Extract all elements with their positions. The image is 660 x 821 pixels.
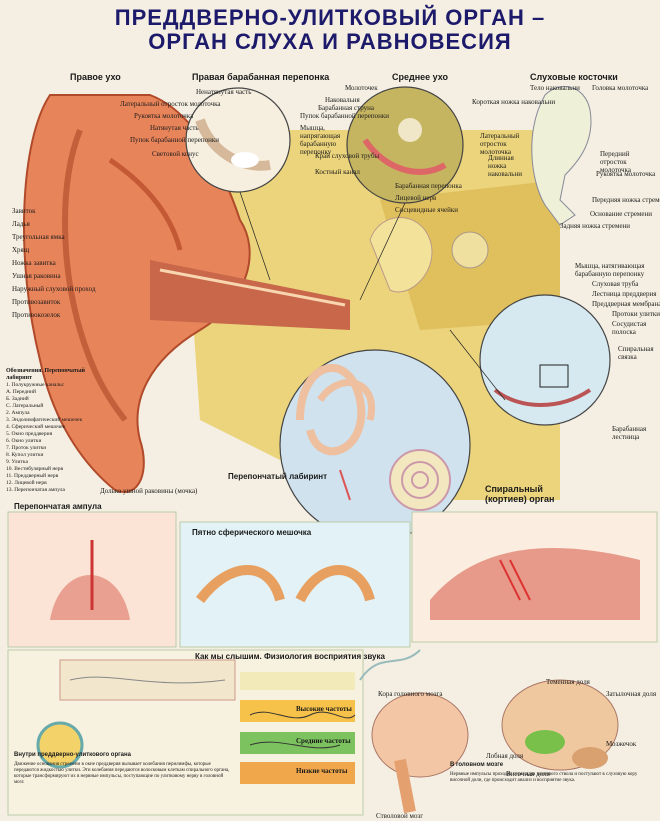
ossicle-label: Длинная ножка наковальни (488, 154, 522, 178)
freq-label-mid: Средние частоты (296, 737, 351, 745)
tympanum-label: Латеральный отросток молоточка (120, 100, 221, 108)
brain-label: Стволовой мозг (376, 812, 424, 820)
legend-item: 13. Перепончатая ампула (6, 487, 65, 493)
heading-membranous-labyrinth: Перепончатый лабиринт (228, 472, 328, 481)
cochlea-label: Спиральная связка (618, 345, 654, 361)
ossicle-label: Рукоятка молоточка (596, 170, 656, 178)
tympanum-label: Световой конус (152, 150, 199, 158)
heading-in-brain: В головном мозге (450, 762, 504, 768)
hearing-description: Движение основания стремени в окне предд… (14, 762, 230, 785)
legend-item: 3. Эндолимфатический мешочек (6, 417, 83, 423)
tympanum-label: Натянутая часть (150, 124, 199, 132)
legend-item: 2. Ампула (6, 410, 30, 416)
freq-label-low: Низкие частоты (296, 767, 348, 775)
title-line-2: ОРГАН СЛУХА И РАВНОВЕСИЯ (148, 29, 512, 54)
freq-label-high: Высокие частоты (296, 705, 352, 713)
cochlea-label: Слуховая труба (592, 280, 639, 288)
cochlea-label: Сосудистая полоска (612, 320, 647, 336)
heading-right-ear: Правое ухо (70, 72, 121, 82)
ossicle-label: Передняя ножка стремени (592, 196, 660, 204)
tympanum-label: Рукоятка молоточка (134, 112, 194, 120)
heading-spiral-organ: Спиральный (кортиев) орган (485, 484, 555, 504)
title-line-1: ПРЕДДВЕРНО-УЛИТКОВЫЙ ОРГАН – (114, 5, 546, 30)
legend-item: А. Передний (6, 389, 36, 395)
legend-item: 1. Полукружные каналы: (6, 382, 65, 388)
brain-label: Затылочная доля (606, 690, 657, 698)
cochlea-label: Преддверная мембрана (592, 300, 660, 308)
brain-label: Височная доля (506, 770, 550, 778)
legend-title: Обозначения. Перепончатый лабиринт (6, 368, 85, 381)
legend-item: 11. Преддверный нерв (6, 473, 59, 479)
middle-ear-label: Барабанная перепонка (395, 182, 462, 190)
legend-item: 6. Окно улитки (6, 438, 42, 444)
heading-ossicles: Слуховые косточки (530, 72, 618, 82)
brain-label: Лобная доля (486, 752, 524, 760)
middle-ear-label: Край слуховой трубы (315, 152, 380, 160)
middle-ear-label: Лицевой нерв (395, 194, 437, 202)
middle-ear-label: Пупок барабанной перепонки (300, 112, 389, 120)
legend-item: 4. Сферический мешочек (6, 424, 66, 430)
heading-how-we-hear: Как мы слышим. Физиология восприятия зву… (195, 652, 385, 661)
cochlea-label: Мышца, натягивающая барабанную перепонку (575, 262, 645, 278)
heading-right-tympanum: Правая барабанная перепонка (192, 72, 330, 82)
legend-item: С. Латеральный (6, 403, 44, 409)
cochlea-label: Лестница преддверия (592, 290, 657, 298)
ossicle-label: Задняя ножка стремени (560, 222, 631, 230)
heading-inside-organ: Внутри преддверно-улиткового органа (14, 752, 131, 758)
middle-ear-label: Наковальня (325, 96, 360, 104)
ossicle-label: Тело наковальни (530, 84, 580, 92)
legend-item: 5. Окно преддверия (6, 431, 53, 437)
ossicle-label: Короткая ножка наковальни (472, 98, 556, 106)
ossicle-label: Передний отросток молоточка (600, 150, 631, 174)
ear-label: Наружный слуховой проход (12, 285, 96, 293)
ear-label: Хрящ (12, 246, 30, 254)
ossicle-label: Латеральный отросток молоточка (480, 132, 520, 156)
middle-ear-label: Барабанная струна (318, 104, 374, 112)
ear-label: Противозавиток (12, 298, 61, 306)
ossicle-label: Головка молоточка (592, 84, 649, 92)
ear-label: Противокозелок (12, 311, 61, 319)
heading-middle-ear: Среднее ухо (392, 72, 449, 82)
tympanum-label: Пупок барабанной перепонки (130, 136, 219, 144)
cochlea-label: Протоки улитки (612, 310, 660, 318)
legend-item: 9. Улитка (6, 459, 28, 465)
middle-ear-label: Костный канал (315, 168, 360, 176)
legend-item: Б. Задний (6, 396, 29, 402)
legend-item: 8. Купол улитки (6, 452, 44, 458)
legend-item: 12. Лицевой нерв (6, 480, 47, 486)
middle-ear-label: Сосцевидные ячейки (395, 206, 458, 214)
brain-description: Нервные импульсы проходят через ядра моз… (450, 772, 638, 783)
ear-label: Завиток (12, 207, 36, 215)
ear-label: Ножка завитка (12, 259, 56, 267)
brain-label: Кора головного мозга (378, 690, 443, 698)
middle-ear-label: Мышца, напрягающая барабанную перепонку (300, 124, 341, 156)
ear-label: Долька ушной раковины (мочка) (100, 487, 198, 495)
tympanum-label: Ненатянутая часть (196, 88, 252, 96)
brain-label: Мозжечок (606, 740, 637, 748)
ossicle-label: Основание стремени (590, 210, 652, 218)
ear-label: Ладья (12, 220, 30, 228)
brain-label: Теменная доля (546, 678, 590, 686)
ear-label: Треугольная ямка (12, 233, 65, 241)
cochlea-label: Барабанная лестница (612, 425, 647, 441)
ear-label: Ушная раковина (12, 272, 61, 280)
legend: Обозначения. Перепончатый лабиринт 1. По… (6, 368, 106, 494)
legend-item: 7. Проток улитки (6, 445, 47, 451)
middle-ear-label: Молоточек (345, 84, 378, 92)
heading-macula: Пятно сферического мешочка (192, 528, 312, 537)
legend-item: 10. Вестибулярный нерв (6, 466, 64, 472)
page-title: ПРЕДДВЕРНО-УЛИТКОВЫЙ ОРГАН – ОРГАН СЛУХА… (0, 6, 660, 54)
heading-membranous-ampulla: Перепончатая ампула (14, 502, 102, 511)
